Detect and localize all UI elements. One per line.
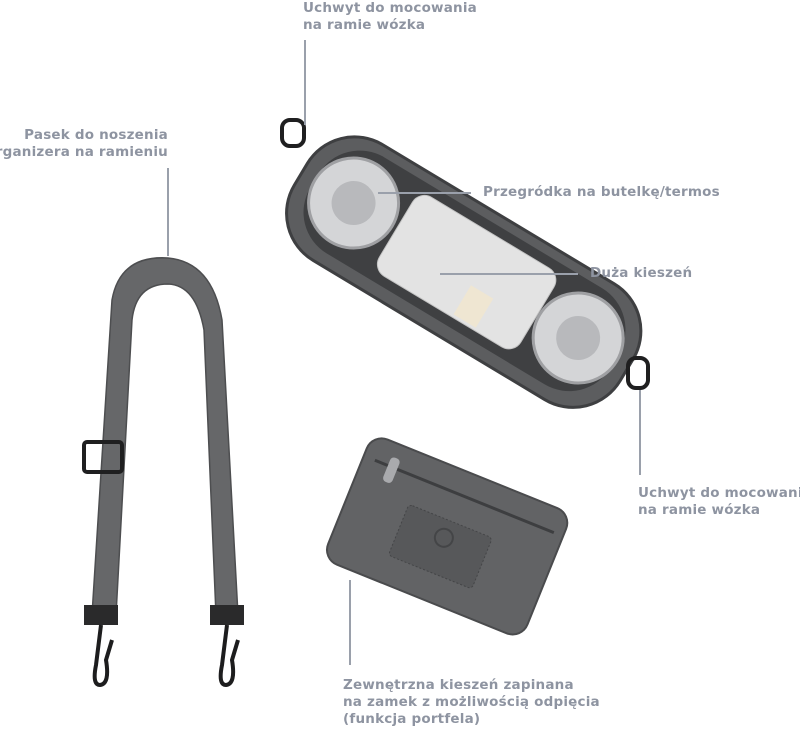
brand-logo-icon [433,527,454,548]
snap-hook-left-icon [92,624,114,688]
strap-buckle-icon [82,440,124,474]
zipper-pull-icon [383,457,400,483]
detachable-wallet [326,437,569,636]
leader-line [304,40,306,125]
muslin-cloth [376,194,557,350]
label-strap: Pasek do noszenia organizera na ramieniu [0,127,168,161]
snap-hook-right-icon [218,624,240,688]
label-line: organizera na ramieniu [0,144,168,160]
leader-line [167,168,169,256]
label-line: na zamek z możliwością odpięcia [343,694,600,710]
label-line: Pasek do noszenia [24,127,168,143]
leader-line [378,192,471,194]
label-bottle-compartment: Przegródka na butelkę/termos [483,184,720,200]
label-large-pocket: Duża kieszeń [590,265,693,281]
label-line: Uchwyt do mocowania [303,0,477,16]
label-line: Zewnętrzna kieszeń zapinana [343,677,574,693]
ring-top-icon [280,118,306,148]
leader-line [349,580,351,665]
leader-line [639,390,641,475]
label-right-handle: Uchwyt do mocowania na ramie wózka [638,485,800,519]
ring-right-icon [626,356,650,390]
stroller-organizer [285,135,643,409]
brand-tag [453,285,494,328]
shoulder-strap [82,257,244,688]
label-line: na ramie wózka [303,17,426,33]
label-line: na ramie wózka [638,502,761,518]
label-line: Uchwyt do mocowania [638,485,800,501]
leader-line [440,273,578,275]
label-outer-pocket: Zewnętrzna kieszeń zapinana na zamek z m… [343,677,600,728]
label-top-handle: Uchwyt do mocowania na ramie wózka [303,0,477,34]
label-line: (funkcja portfela) [343,711,481,727]
